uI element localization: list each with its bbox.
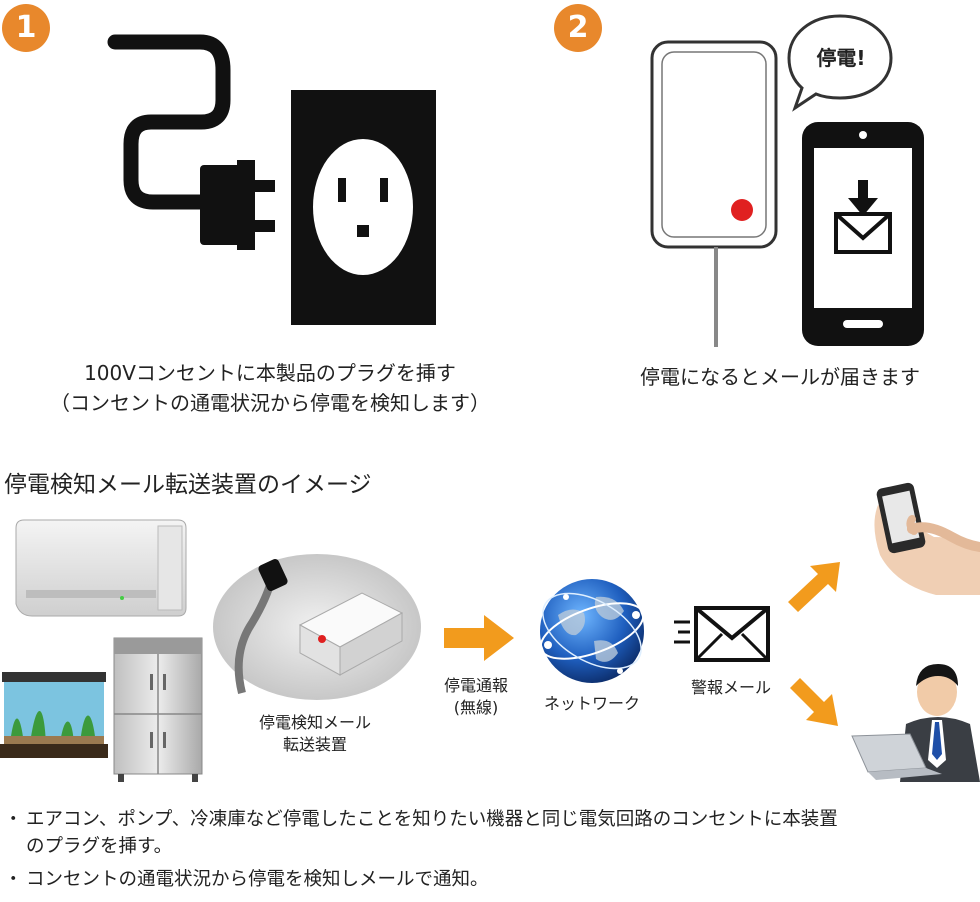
bullet-item-2: ・コンセントの通電状況から停電を検知しメールで通知。: [4, 866, 489, 893]
speech-bubble: [787, 14, 893, 112]
bullet2-line1: コンセントの通電状況から停電を検知しメールで通知。: [26, 869, 489, 890]
smartphone-mail-icon: [802, 122, 924, 346]
bullet1-line2: のプラグを挿す。: [26, 836, 173, 857]
step-badge-1: 1: [2, 4, 50, 52]
bullet1-line1: エアコン、ポンプ、冷凍庫など停電したことを知りたい機器と同じ電気回路のコンセント…: [26, 809, 838, 830]
transfer-device-photo: [213, 554, 421, 700]
notice-arrow-icon: [444, 615, 514, 661]
alert-mail-label: 警報メール: [690, 678, 771, 697]
globe-network-icon: [539, 579, 645, 683]
hand-smartphone-icon: [874, 482, 980, 595]
step1-caption-line1: 100Vコンセントに本製品のプラグを挿す: [84, 361, 456, 385]
bullet-dot: ・: [4, 869, 23, 890]
device-label: 停電検知メール 転送装置: [235, 712, 395, 756]
device-label-line2: 転送装置: [282, 735, 347, 754]
air-conditioner-icon: [15, 519, 187, 617]
device-label-line1: 停電検知メール: [258, 713, 371, 732]
network-label: ネットワーク: [543, 694, 640, 713]
bubble-text: 停電!: [816, 46, 866, 70]
section-title: 停電検知メール転送装置のイメージ: [4, 472, 372, 498]
bullet-dot: ・: [4, 809, 23, 830]
notice-label: 停電通報 (無線): [426, 675, 526, 719]
freezer-icon: [113, 637, 203, 782]
step1-caption-line2: （コンセントの通電状況から停電を検知します）: [50, 391, 490, 415]
arrow-to-phone-icon: [788, 562, 840, 612]
businessman-laptop-icon: [851, 664, 980, 782]
step1-caption: 100Vコンセントに本製品のプラグを挿す （コンセントの通電状況から停電を検知し…: [20, 358, 520, 418]
plug-outlet-icon: [107, 34, 436, 325]
step2-caption: 停電になるとメールが届きます: [640, 365, 920, 389]
step-badge-2: 2: [554, 4, 602, 52]
notice-label-line1: 停電通報: [443, 676, 508, 695]
notice-label-line2: (無線): [453, 698, 499, 717]
bullet-item-1: ・エアコン、ポンプ、冷凍庫など停電したことを知りたい機器と同じ電気回路のコンセン…: [4, 806, 838, 860]
alert-mail-icon: [674, 606, 770, 662]
arrow-to-pc-icon: [790, 678, 838, 726]
aquarium-icon: [0, 672, 108, 758]
detector-device-icon: [650, 40, 778, 347]
